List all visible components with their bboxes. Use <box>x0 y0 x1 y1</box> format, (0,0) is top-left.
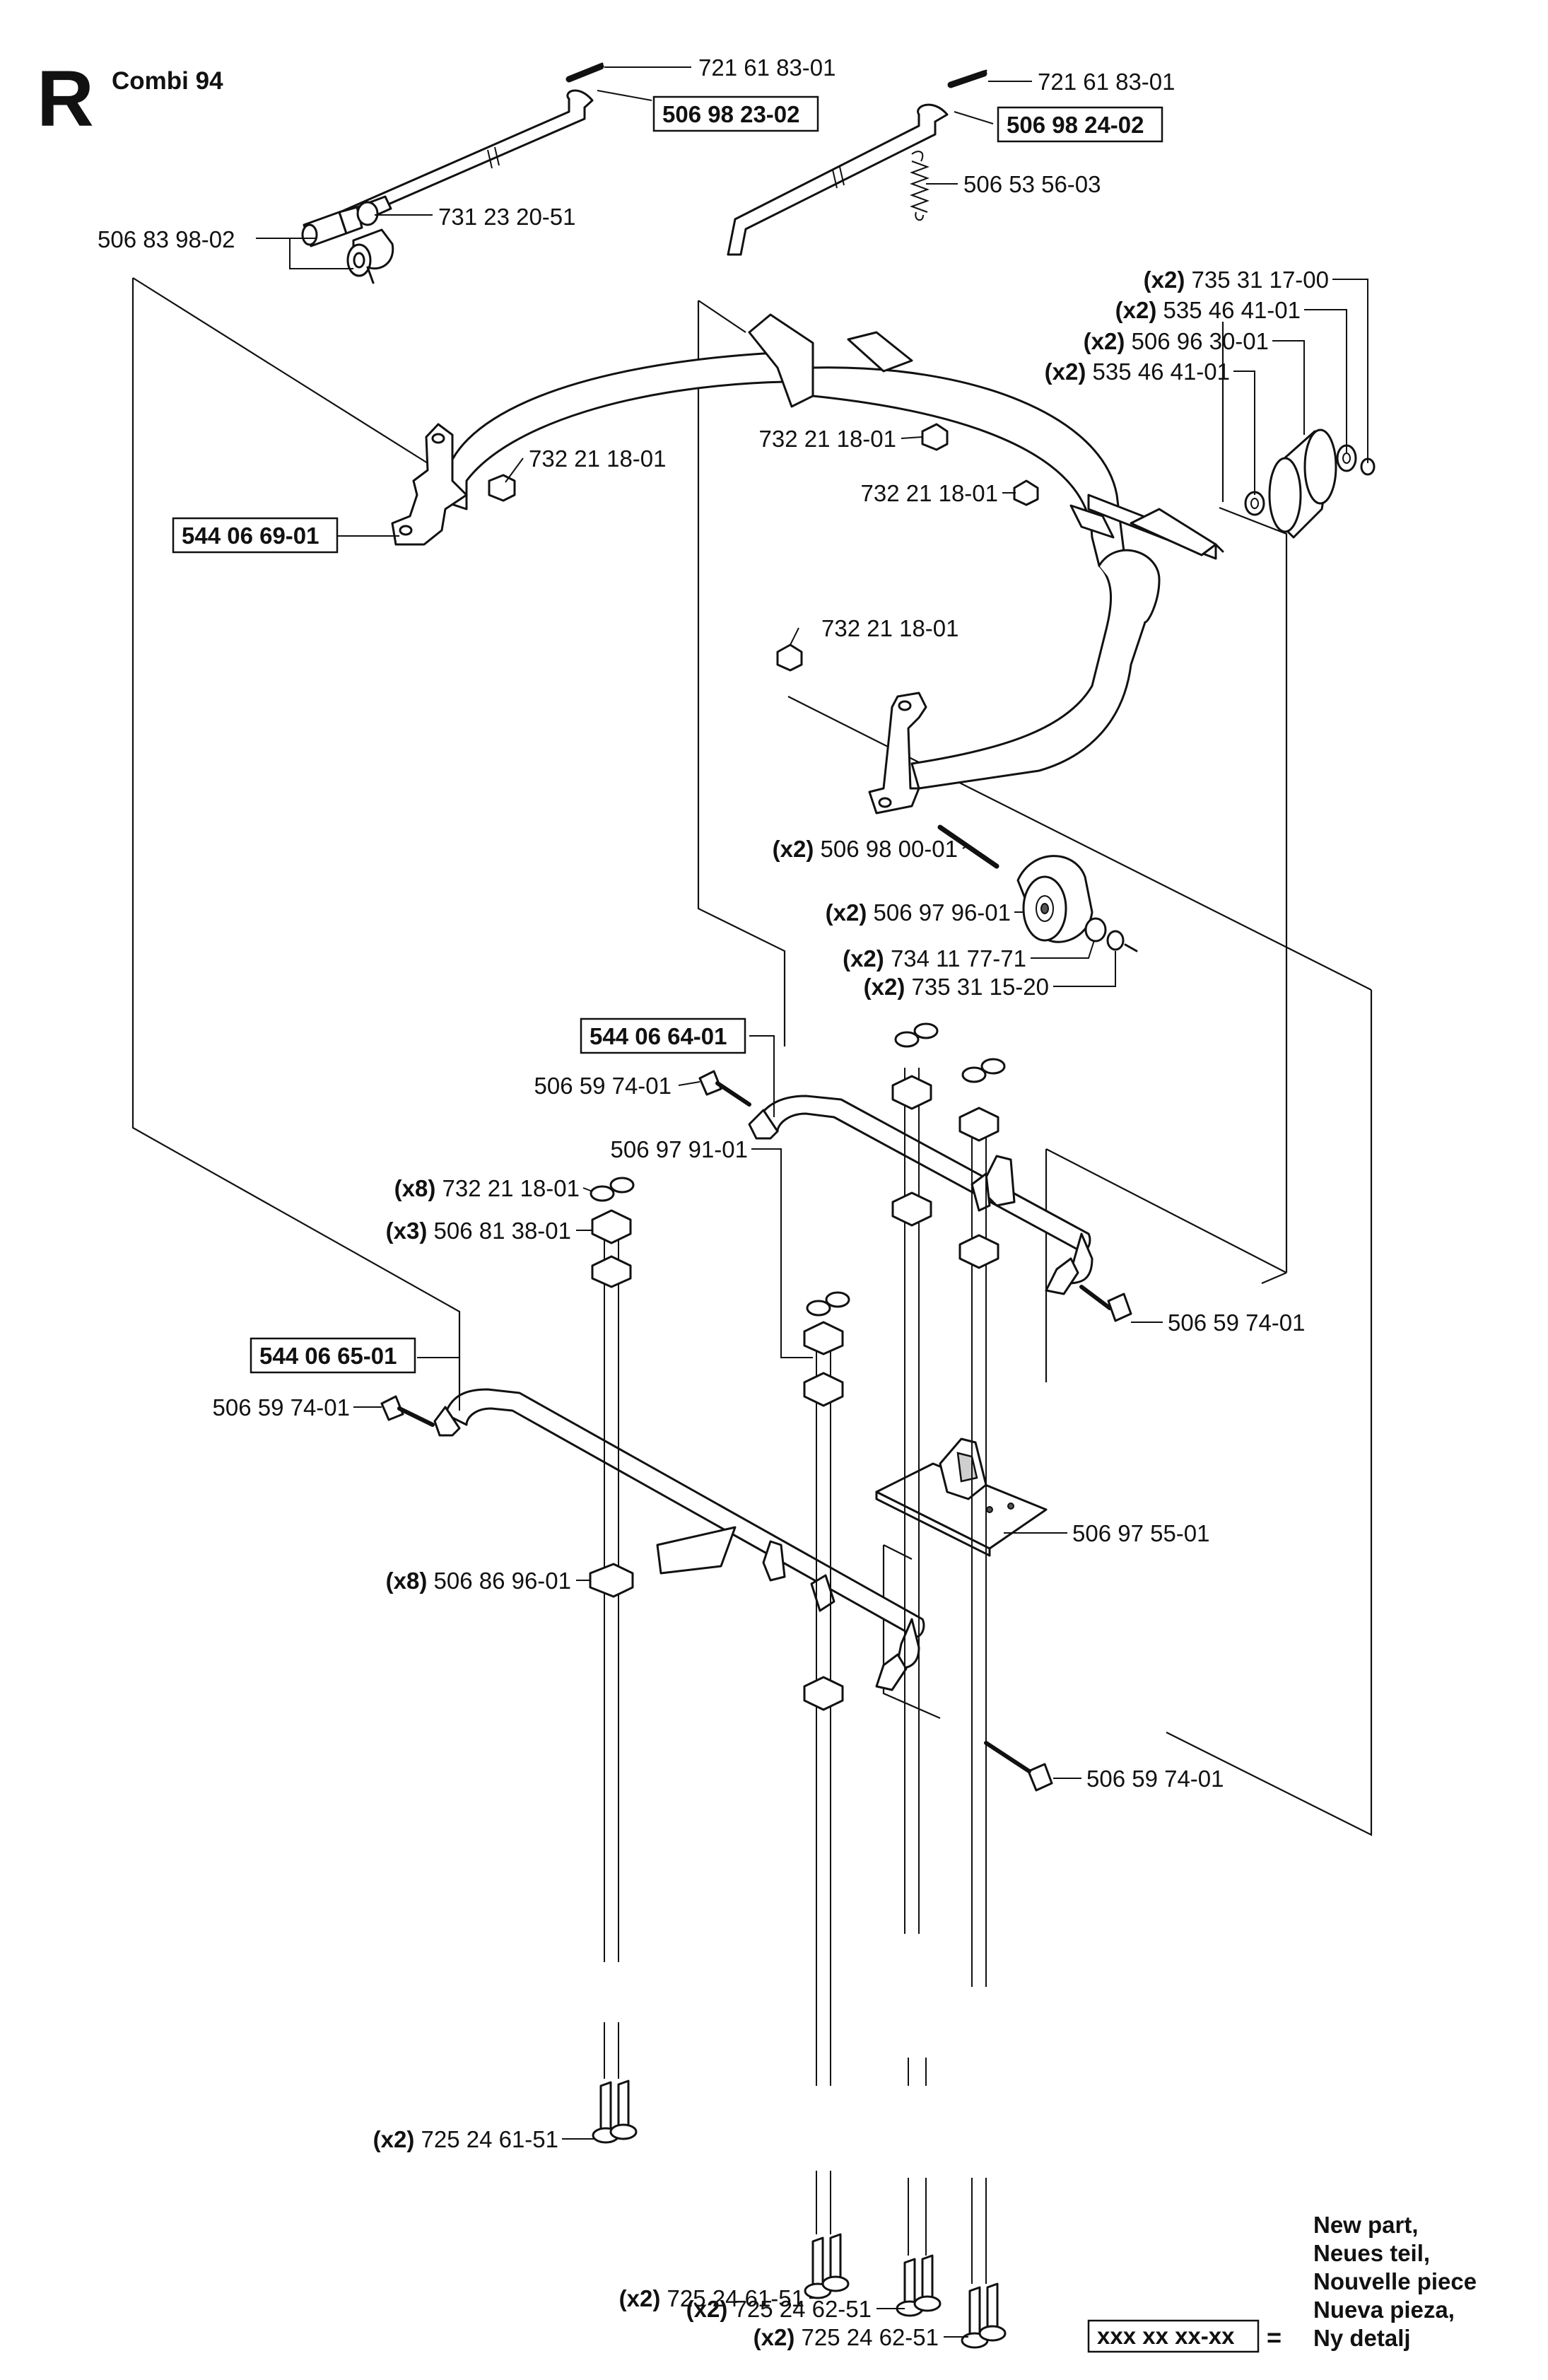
new-part-box <box>250 1337 416 1374</box>
part-label: 732 21 18-01 <box>860 480 998 506</box>
part-label: 721 61 83-01 <box>1038 69 1175 95</box>
part-label: (x8) 506 86 96-01 <box>386 1568 571 1594</box>
bottom-screws <box>592 2079 1007 2349</box>
legend-sample-number: xxx xx xx-xx <box>1097 2323 1235 2349</box>
part-label: 506 53 56-03 <box>963 171 1101 197</box>
model-title: Combi 94 <box>112 67 223 95</box>
legend-equals: = <box>1267 2323 1282 2352</box>
part-label: (x2) 725 24 61-51 <box>619 2285 804 2311</box>
legend-sample-box <box>1087 2319 1260 2353</box>
part-label: (x2) 506 98 00-01 <box>773 836 958 862</box>
part-label: 731 23 20-51 <box>438 204 576 230</box>
legend-line: New part, <box>1313 2212 1419 2238</box>
tie-rods <box>604 1068 987 2284</box>
legend: xxx xx xx-xx = New part, Neues teil, Nou… <box>1087 2212 1477 2353</box>
handle-bar-lower <box>380 1388 1053 1792</box>
part-label: (x2) 735 31 17-00 <box>1144 267 1329 293</box>
part-label: 732 21 18-01 <box>821 615 959 641</box>
part-label: 506 59 74-01 <box>534 1073 672 1099</box>
part-label: (x2) 535 46 41-01 <box>1045 358 1230 385</box>
part-label: 544 06 65-01 <box>259 1343 397 1369</box>
mounting-bracket <box>875 1437 1048 1557</box>
part-label: 506 59 74-01 <box>1086 1766 1224 1792</box>
legend-line: Ny detalj <box>1313 2325 1411 2351</box>
part-label: (x2) 725 24 62-51 <box>754 2324 939 2350</box>
assembly-frame-lines <box>131 277 1373 1836</box>
part-label: 732 21 18-01 <box>758 426 896 452</box>
lock-nuts <box>488 423 1039 672</box>
part-label: 732 21 18-01 <box>529 445 667 472</box>
part-labels: 721 61 83-01 506 98 23-02 731 23 20-51 5… <box>98 54 1329 2350</box>
legend-line: Nouvelle piece <box>1313 2268 1477 2294</box>
part-label: (x3) 506 81 38-01 <box>386 1218 571 1244</box>
leader-lines <box>256 66 1368 2338</box>
part-label: 544 06 64-01 <box>590 1023 727 1049</box>
part-label: (x2) 735 31 15-20 <box>864 974 1049 1000</box>
handle-bar-middle <box>698 1070 1132 1322</box>
section-letter: R <box>37 54 94 143</box>
part-label: (x2) 506 96 30-01 <box>1084 328 1269 354</box>
control-rod-left <box>301 62 604 284</box>
rod-nuts <box>590 1022 1006 1317</box>
part-label: (x2) 734 11 77-71 <box>843 945 1026 972</box>
new-part-box <box>997 106 1163 143</box>
wheel-lower <box>937 824 1138 952</box>
part-label: 721 61 83-01 <box>698 54 836 81</box>
part-label: 506 59 74-01 <box>1168 1309 1306 1336</box>
part-label: 506 97 91-01 <box>610 1136 748 1162</box>
upper-handle <box>391 313 1224 815</box>
part-label: (x2) 725 24 61-51 <box>373 2126 558 2152</box>
part-label: (x2) 725 24 62-51 <box>686 2296 872 2322</box>
legend-line: Nueva pieza, <box>1313 2297 1455 2323</box>
part-label: 506 97 55-01 <box>1072 1520 1210 1546</box>
part-label: (x8) 732 21 18-01 <box>394 1175 580 1201</box>
part-label: 506 83 98-02 <box>98 226 235 252</box>
part-label: (x2) 506 97 96-01 <box>826 899 1011 926</box>
roller-upper <box>1244 428 1376 539</box>
legend-line: Neues teil, <box>1313 2240 1430 2266</box>
rod-clamps <box>589 1075 999 1711</box>
part-label: 506 98 24-02 <box>1007 112 1144 138</box>
part-label: 544 06 69-01 <box>182 523 319 549</box>
part-label: 506 59 74-01 <box>212 1394 350 1421</box>
new-part-box <box>580 1017 746 1054</box>
part-label: (x2) 535 46 41-01 <box>1115 297 1301 323</box>
part-label: 506 98 23-02 <box>662 101 800 127</box>
new-part-box <box>652 95 819 132</box>
new-part-box <box>172 517 339 554</box>
control-rod-right <box>727 69 987 256</box>
